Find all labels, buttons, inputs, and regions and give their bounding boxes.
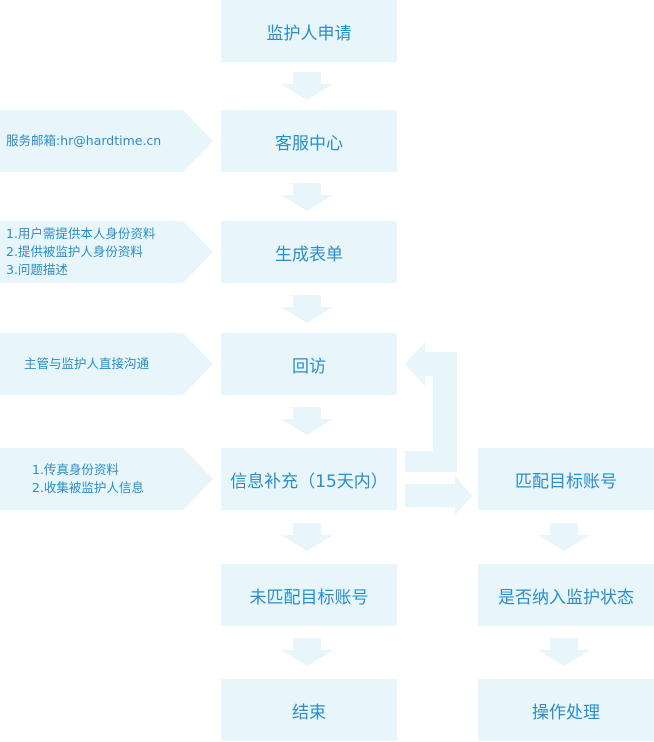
form-note-line: 2.提供被监护人身份资料 xyxy=(6,244,143,259)
info-note-line: 1.传真身份资料 xyxy=(32,462,119,477)
side-note-visit: 主管与监护人直接沟通 xyxy=(0,333,213,395)
side-note-tip xyxy=(183,221,213,283)
side-note-email: 服务邮箱:hr@hardtime.cn xyxy=(0,110,213,172)
down-arrow xyxy=(538,523,590,551)
flow-step-label: 结束 xyxy=(292,702,326,723)
down-arrow xyxy=(281,183,333,211)
flow-step-matched: 匹配目标账号 xyxy=(478,448,654,510)
flow-step-handle: 操作处理 xyxy=(478,679,654,741)
flow-step-label: 信息补充（15天内） xyxy=(230,471,388,492)
down-arrow xyxy=(281,295,333,323)
down-arrow xyxy=(281,638,333,666)
email-text: 服务邮箱:hr@hardtime.cn xyxy=(6,133,162,148)
flow-step-label: 操作处理 xyxy=(532,702,600,723)
flow-step-label: 是否纳入监护状态 xyxy=(498,587,634,608)
flow-step-label: 未匹配目标账号 xyxy=(249,587,369,608)
form-note-line: 3.问题描述 xyxy=(6,262,68,277)
flow-step-unmatched: 未匹配目标账号 xyxy=(221,564,397,626)
right-arrow xyxy=(405,476,472,515)
down-arrow xyxy=(538,638,590,666)
flow-step-label: 回访 xyxy=(292,356,326,377)
flow-step-label: 匹配目标账号 xyxy=(515,471,617,492)
flow-step-revisit: 回访 xyxy=(221,333,397,395)
side-note-form: 1.用户需提供本人身份资料 2.提供被监护人身份资料 3.问题描述 xyxy=(0,221,213,283)
side-note-tip xyxy=(183,110,213,172)
visit-text: 主管与监护人直接沟通 xyxy=(24,356,150,371)
form-notes: 1.用户需提供本人身份资料 2.提供被监护人身份资料 3.问题描述 xyxy=(6,225,155,279)
flow-step-monitor-status: 是否纳入监护状态 xyxy=(478,564,654,626)
flow-step-end: 结束 xyxy=(221,679,397,741)
flow-step-generate-form: 生成表单 xyxy=(221,221,397,283)
form-note-line: 1.用户需提供本人身份资料 xyxy=(6,226,156,241)
side-note-info: 1.传真身份资料 2.收集被监护人信息 xyxy=(0,448,213,510)
flow-step-label: 监护人申请 xyxy=(266,23,352,44)
loop-arrow xyxy=(405,342,457,472)
down-arrow xyxy=(281,72,333,100)
side-note-tip xyxy=(183,333,213,395)
flow-step-apply: 监护人申请 xyxy=(221,0,397,62)
info-note-line: 2.收集被监护人信息 xyxy=(32,480,144,495)
flow-step-info-supplement: 信息补充（15天内） xyxy=(221,448,397,510)
flow-step-label: 生成表单 xyxy=(275,244,343,265)
info-notes: 1.传真身份资料 2.收集被监护人信息 xyxy=(32,461,144,497)
flow-step-service-center: 客服中心 xyxy=(221,110,397,172)
flow-step-label: 客服中心 xyxy=(275,133,343,154)
side-note-tip xyxy=(183,448,213,510)
down-arrow xyxy=(281,407,333,435)
down-arrow xyxy=(281,523,333,551)
